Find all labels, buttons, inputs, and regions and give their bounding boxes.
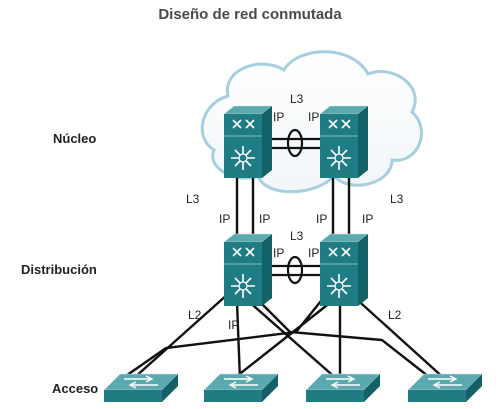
link-dist1-access4 (253, 295, 434, 381)
tier-label-access: Acceso (52, 381, 99, 396)
link-dist1-access1 (133, 293, 229, 379)
core-l3-label: L3 (290, 92, 304, 106)
distribution-switch-1-icon (223, 233, 273, 306)
distribution-ip-left-label: IP (273, 246, 284, 260)
distribution-ip-right-label: IP (308, 246, 319, 260)
uplink-l3-left-label: L3 (186, 192, 200, 206)
uplink-ip-4-label: IP (362, 212, 373, 226)
access-links (119, 293, 447, 381)
link-dist2-access4 (352, 295, 447, 381)
link-dist1-access3 (246, 299, 339, 381)
uplink-ip-2-label: IP (259, 212, 270, 226)
core-switch-2-icon (319, 105, 369, 178)
core-switch-1-icon (223, 105, 273, 178)
distribution-switch-2-icon (319, 233, 369, 306)
access-ip-label: IP (228, 318, 239, 332)
distribution-l3-label: L3 (290, 229, 304, 243)
access-switch-3-icon (305, 373, 381, 402)
core-ip-left-label: IP (273, 110, 284, 124)
access-l2-left-label: L2 (188, 308, 202, 322)
core-ip-right-label: IP (308, 110, 319, 124)
core-interconnect (262, 128, 324, 158)
uplink-l3-right-label: L3 (390, 192, 404, 206)
link-dist2-access2 (231, 301, 332, 381)
link-dist1-access2 (235, 301, 242, 381)
uplinks (235, 176, 351, 240)
access-switch-4-icon (407, 373, 483, 402)
distribution-interconnect (262, 255, 324, 285)
uplink-ip-1-label: IP (219, 212, 230, 226)
tier-label-distribution: Distribución (21, 262, 97, 277)
access-switch-1-icon (103, 373, 179, 402)
access-switch-2-icon (203, 373, 279, 402)
uplink-ip-3-label: IP (316, 212, 327, 226)
diagram-title: Diseño de red conmutada (158, 6, 342, 23)
link-dist2-access1 (119, 295, 326, 381)
access-l2-right-label: L2 (388, 308, 402, 322)
tier-label-core: Núcleo (53, 131, 97, 146)
